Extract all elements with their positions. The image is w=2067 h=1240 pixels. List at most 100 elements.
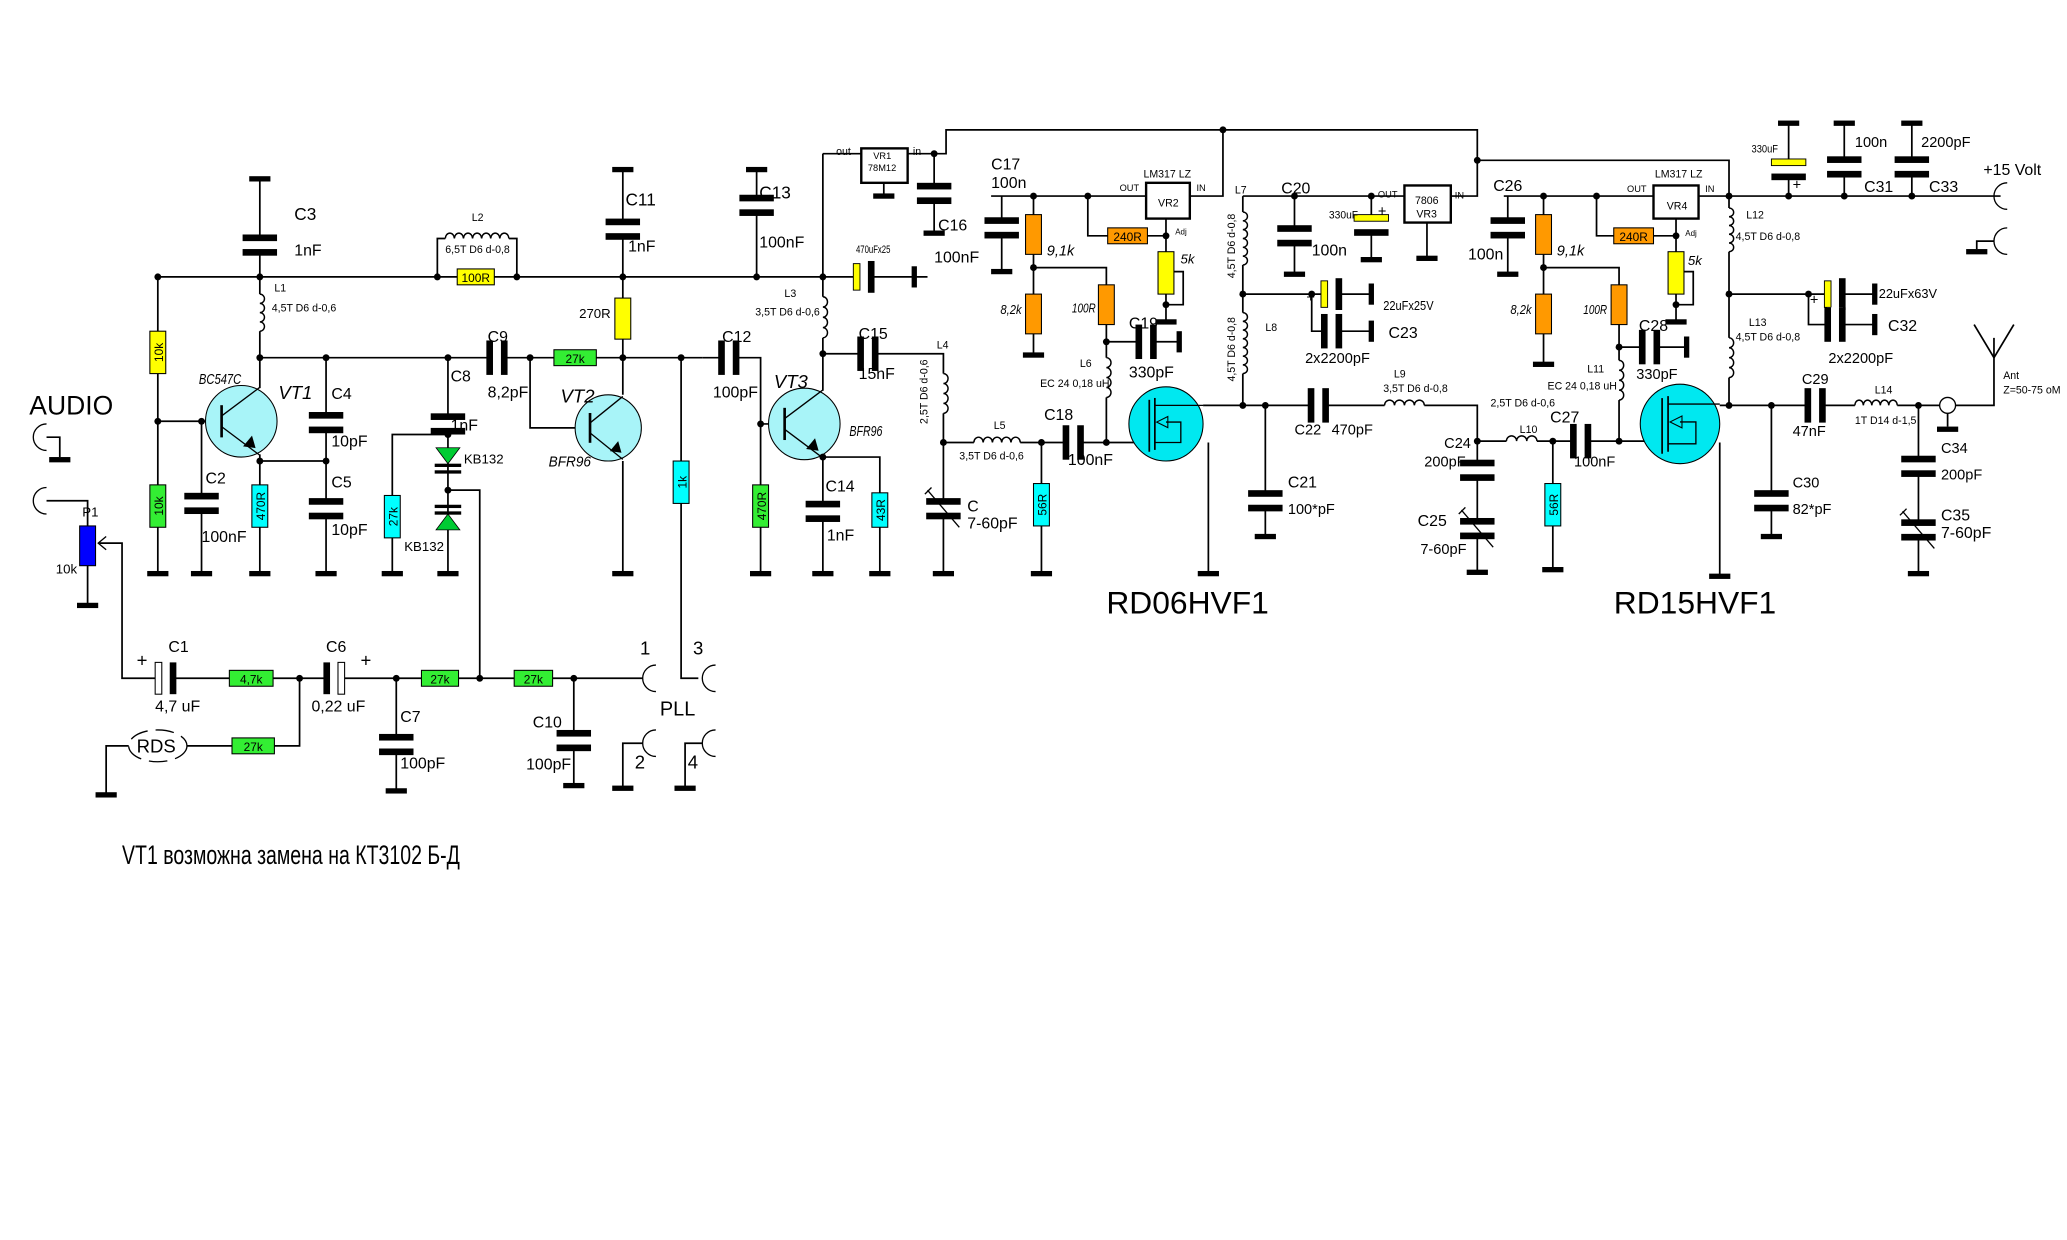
junction-dot (1767, 401, 1775, 409)
transistor-collector (784, 389, 824, 420)
label-l14-val: 1T D14 d-1,5 (1855, 415, 1917, 427)
ground-symbol (1833, 120, 1855, 126)
label-c21-val: 100*pF (1288, 502, 1335, 518)
label-vr3-type: 7806 (1415, 195, 1439, 207)
ground-symbol (1872, 313, 1878, 336)
capacitor-plate (556, 744, 592, 752)
capacitor-plate (1277, 225, 1312, 232)
label-plus: + (1378, 204, 1387, 220)
inductor-coil (1242, 211, 1249, 266)
inductor-coil (1242, 311, 1249, 375)
label-c10: C10 (533, 714, 562, 731)
capacitor-plate (1307, 388, 1315, 423)
junction-dot (819, 273, 827, 281)
capacitor-plate (1490, 217, 1525, 224)
capacitor-plate (430, 413, 466, 420)
label-l9-val: 3,5T D6 d-0,8 (1383, 383, 1448, 395)
junction-dot (619, 354, 627, 362)
ground-symbol (1901, 120, 1923, 126)
junction-dot (1840, 192, 1848, 200)
capacitor-plate (1804, 388, 1812, 423)
inductor-gap (820, 296, 831, 338)
label-c-22u-a: 22uFx25V (1383, 298, 1433, 313)
label-vr3-out: OUT (1378, 189, 1398, 199)
label-l1: L1 (274, 282, 286, 294)
trimmer-arrow (1458, 506, 1466, 515)
junction-dot (198, 417, 205, 425)
junction-dot (1030, 264, 1037, 272)
label-l6: L6 (1080, 358, 1092, 370)
capacitor-plate (984, 217, 1019, 224)
label-ant: Ant (2003, 370, 2019, 382)
resistor (1032, 483, 1050, 527)
junction-dot (154, 417, 162, 425)
inductor-coil (1728, 337, 1735, 379)
resistor (251, 484, 269, 528)
label-c14-val: 1nF (827, 528, 855, 545)
capacitor-plate (871, 336, 879, 371)
mosfet-arrow (1668, 415, 1683, 429)
label-r-240r-a: 240R (1113, 230, 1142, 244)
label-pot-5k-a: 5k (1181, 252, 1196, 267)
label-c15-val: 15nF (859, 366, 895, 383)
label-plus: + (1793, 177, 1802, 193)
ground-symbol (1709, 573, 1731, 579)
label-supply: +15 Volt (1983, 162, 2041, 179)
label-l2-val: 6,5T D6 d-0,8 (445, 244, 510, 256)
label-vr4-in: IN (1705, 184, 1714, 194)
label-audio: AUDIO (29, 391, 113, 421)
wire (1203, 404, 1479, 573)
label-vt2-type: BFR96 (549, 454, 592, 470)
junction-dot (296, 674, 304, 682)
label-c1: C1 (168, 639, 188, 656)
label-c25-val: 7-60pF (1420, 542, 1466, 558)
label-r-47k: 4,7k (240, 673, 263, 687)
inductor-gap (1726, 207, 1737, 252)
label-c-22u-b: 22uFx63V (1879, 286, 1937, 301)
label-vr1-in: in (913, 146, 921, 158)
ground-symbol (1360, 257, 1382, 263)
capacitor-plate (1771, 173, 1806, 181)
resistor (1544, 483, 1562, 527)
ground-symbol (563, 782, 585, 789)
label-c9: C9 (488, 329, 508, 346)
label-c2-val: 100nF (202, 529, 247, 546)
mosfet-source (1668, 421, 1697, 445)
label-plus: + (137, 649, 148, 670)
ground-symbol (1760, 533, 1783, 540)
capacitor-plate (605, 233, 641, 240)
diode-bar (434, 470, 462, 474)
ground-symbol (674, 785, 696, 791)
wire (1165, 270, 1185, 306)
electrolytic-plate-positive (337, 661, 346, 695)
ground-symbol (1155, 319, 1177, 325)
capacitor-plate (308, 412, 344, 419)
resistor (672, 460, 690, 504)
capacitor-plate (1135, 324, 1143, 360)
wire (105, 744, 130, 795)
junction-dot (1785, 192, 1793, 200)
label-l4-val: 2,5T D6 d-0,6 (919, 359, 931, 424)
label-d1: KB132 (464, 452, 504, 467)
label-c20: C20 (1281, 180, 1310, 197)
label-l5-val: 3,5T D6 d-0,6 (959, 451, 1024, 463)
connector-jack (701, 729, 716, 758)
label-q2: RD15HVF1 (1614, 584, 1776, 620)
ground-symbol (1907, 570, 1930, 577)
junction-dot (1725, 290, 1733, 298)
label-c28-val: 330pF (1636, 367, 1677, 383)
capacitor-plate (500, 340, 508, 375)
ground-symbol (1778, 120, 1800, 126)
junction-dot (1908, 192, 1916, 200)
label-l7: L7 (1235, 184, 1247, 196)
label-l12: L12 (1746, 210, 1764, 222)
capacitor-plate (1460, 474, 1495, 481)
capacitor-plate (1322, 388, 1329, 423)
junction-dot (1162, 301, 1170, 309)
junction-dot (444, 486, 452, 494)
label-plus: + (1306, 290, 1315, 306)
resistor (1097, 284, 1115, 326)
capacitor-plate (169, 662, 177, 695)
label-p1: P1 (82, 505, 98, 520)
